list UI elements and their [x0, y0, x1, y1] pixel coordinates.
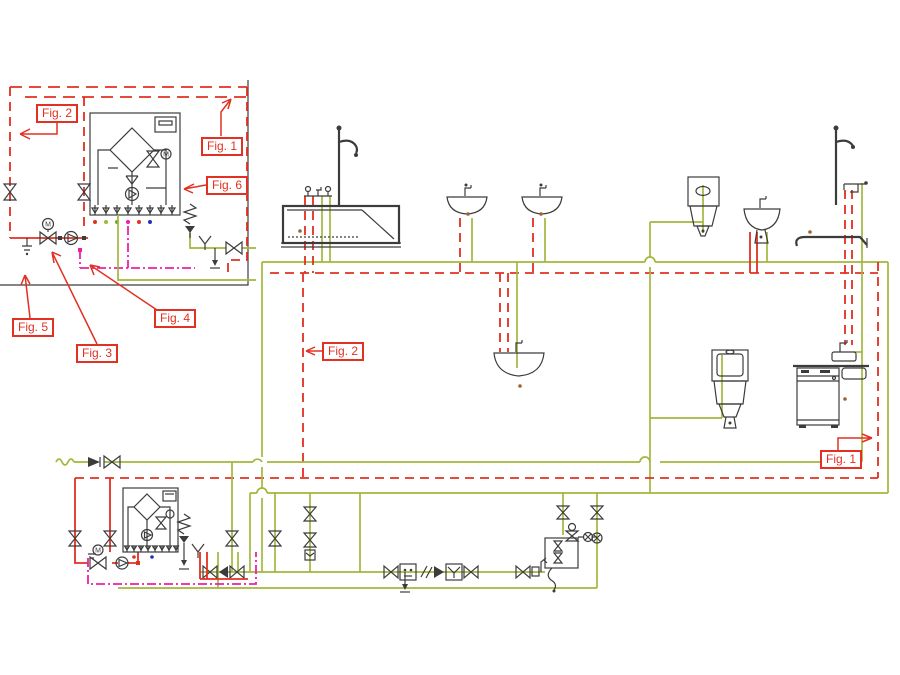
inset-heating-pipes [9, 86, 248, 272]
fig-label-1-main: Fig. 1 [820, 450, 863, 469]
fig-label-4: Fig. 4 [154, 309, 197, 328]
boiler-connections [90, 205, 177, 215]
boiler2-isolation-valves [202, 564, 245, 580]
upper-mains [262, 256, 889, 493]
boiler2-unit [122, 487, 180, 559]
inset-circulation-pipe [78, 226, 195, 269]
urinal [687, 176, 720, 237]
shower-grab-bar [795, 235, 868, 248]
fig-label-6: Fig. 6 [206, 176, 249, 195]
boiler2-safety-valve [176, 513, 205, 570]
bathtub-mixer-tap [304, 185, 332, 197]
heat-exchanger [109, 127, 155, 173]
fig-label-2-inset: Fig. 2 [36, 104, 79, 123]
kitchen-sink [831, 340, 857, 362]
inset-drain-funnel [210, 248, 220, 269]
boiler2-circulation [87, 552, 257, 585]
pipe-crossing-hop [644, 256, 656, 263]
boiler2-three-way-valve: M [89, 544, 107, 571]
inset-shutoff-valve-left [2, 183, 18, 201]
figure-callout-leaders [19, 98, 873, 450]
bottom-mains [55, 262, 888, 589]
washbasin-1 [446, 183, 488, 215]
inset-drain-fitting [22, 238, 32, 256]
mid-drain-funnel [400, 572, 410, 593]
shower-column-right [833, 125, 868, 205]
motor-letter: M [95, 548, 101, 555]
boiler2-drain [88, 553, 96, 559]
fig-label-1-inset: Fig. 1 [201, 137, 244, 156]
inset-detail-view: M M [0, 80, 256, 286]
inset-boiler-unit: M [89, 112, 181, 224]
water-meter-assembly [383, 557, 548, 581]
fig-label-5: Fig. 5 [12, 318, 55, 337]
bathtub-shower-column [336, 125, 359, 206]
dishwasher-and-counter [793, 364, 869, 428]
motor-letter: M [163, 152, 169, 159]
inset-valve-on-green [225, 240, 243, 256]
hand-basin [743, 196, 781, 244]
boiler2-pump [115, 556, 129, 570]
boiler2-valve-left [67, 530, 118, 547]
inset-shutoff-valve-right [76, 183, 92, 201]
fixture-branch-pipes [304, 183, 863, 493]
fig-label-3: Fig. 3 [76, 344, 119, 363]
bottom-green-valves [224, 505, 605, 561]
boiler2-heating-pipes [74, 478, 248, 580]
reference-dots [298, 212, 847, 401]
bathtub [281, 125, 401, 248]
wall-hung-wc [711, 349, 749, 429]
inset-border [0, 80, 249, 286]
motor-letter: M [45, 222, 51, 229]
inset-pump [63, 230, 79, 246]
water-heater [544, 522, 597, 593]
washbasin-2 [521, 183, 563, 215]
inset-safety-valve [182, 203, 212, 250]
inset-three-way-valve: M [39, 217, 57, 246]
mid-washbasin [493, 340, 545, 377]
control-box [154, 116, 177, 133]
boiler2-connections [123, 545, 180, 552]
heater-siphon [547, 567, 557, 591]
fig-label-2-main: Fig. 2 [322, 342, 365, 361]
